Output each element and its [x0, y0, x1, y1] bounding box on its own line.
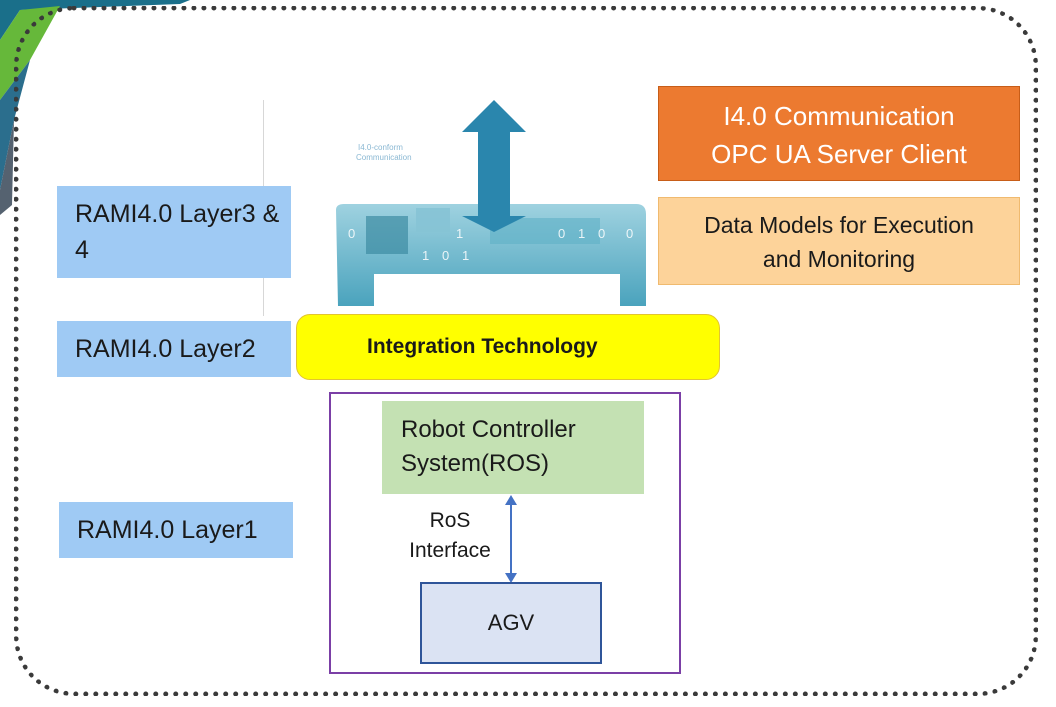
- robot-controller-line1: Robot Controller: [401, 416, 576, 443]
- ros-interface-label: RoS Interface: [380, 506, 520, 566]
- integration-technology-bar: Integration Technology: [296, 314, 720, 380]
- layer1-box: RAMI4.0 Layer1: [59, 502, 293, 558]
- layer1-label: RAMI4.0 Layer1: [77, 516, 258, 544]
- svg-text:Communication: Communication: [356, 153, 412, 162]
- svg-text:1: 1: [422, 248, 429, 263]
- data-models-line2: and Monitoring: [762, 246, 916, 272]
- agv-box: AGV: [420, 582, 602, 664]
- dotted-frame: [14, 6, 1038, 696]
- svg-text:1: 1: [462, 248, 469, 263]
- svg-text:1: 1: [456, 226, 463, 241]
- data-models-box: Data Models for Execution and Monitoring: [658, 197, 1020, 285]
- svg-text:0: 0: [348, 226, 355, 241]
- layer2-box: RAMI4.0 Layer2: [57, 321, 291, 377]
- robot-controller-box: Robot Controller System(ROS): [382, 401, 644, 494]
- layer2-label: RAMI4.0 Layer2: [75, 335, 256, 363]
- agv-label: AGV: [487, 610, 535, 635]
- svg-text:1: 1: [578, 226, 585, 241]
- svg-text:0: 0: [558, 226, 565, 241]
- ros-interface-line2: Interface: [409, 539, 491, 562]
- layer3-4-label: RAMI4.0 Layer3 & 4: [75, 200, 280, 264]
- integration-technology-label: Integration Technology: [367, 335, 598, 358]
- communication-line2: OPC UA Server Client: [711, 139, 967, 169]
- svg-text:I4.0-conform: I4.0-conform: [358, 143, 403, 152]
- svg-text:0: 0: [598, 226, 605, 241]
- data-models-line1: Data Models for Execution: [704, 212, 974, 238]
- robot-controller-line2: System(ROS): [401, 450, 550, 477]
- svg-text:0: 0: [626, 226, 633, 241]
- svg-text:0: 0: [442, 248, 449, 263]
- ros-interface-arrow: [505, 495, 517, 583]
- communication-box: I4.0 Communication OPC UA Server Client: [658, 86, 1020, 181]
- communication-line1: I4.0 Communication: [723, 101, 955, 131]
- ros-interface-line1: RoS: [429, 509, 471, 532]
- layer3-4-box: RAMI4.0 Layer3 & 4: [57, 186, 291, 278]
